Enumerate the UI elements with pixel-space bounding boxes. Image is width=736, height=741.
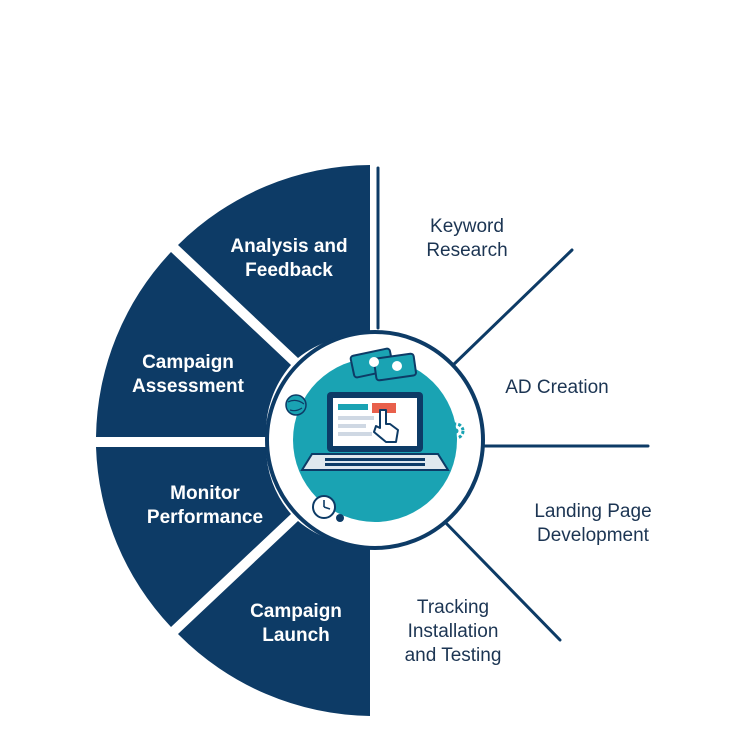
step-label-tracking-installation-testing-line-2: Installation: [408, 621, 499, 642]
money-icon: [349, 347, 417, 382]
step-label-tracking-installation-testing-line-1: Tracking: [417, 597, 489, 618]
step-label-ad-creation: AD Creation: [505, 377, 609, 398]
divider-lower-diagonal: [441, 518, 562, 642]
segment-label-campaign-assessment-line-2: Assessment: [132, 376, 245, 397]
segment-label-monitor-performance-line-1: Monitor: [170, 483, 240, 504]
segment-label-campaign-launch-line-1: Campaign: [250, 601, 342, 622]
laptop-icon: [300, 392, 450, 471]
gear-icon: [447, 422, 465, 440]
step-label-landing-page-development-line-1: Landing Page: [534, 501, 651, 522]
segment-label-monitor-performance-line-2: Performance: [147, 507, 263, 528]
step-label-tracking-installation-testing-line-3: and Testing: [405, 645, 502, 666]
center-hub: [265, 330, 485, 550]
left-semicircle: [96, 165, 370, 716]
segment-label-campaign-assessment-line-1: Campaign: [142, 352, 234, 373]
step-label-keyword-research-line-1: Keyword: [430, 216, 504, 237]
step-label-keyword-research-line-2: Research: [426, 240, 507, 261]
divider-upper-diagonal: [448, 248, 574, 370]
globe-icon: [285, 394, 307, 416]
segment-campaign-launch: [178, 521, 370, 716]
segment-analysis-feedback: [178, 165, 370, 358]
segment-label-analysis-feedback-line-2: Feedback: [245, 260, 333, 281]
segment-label-analysis-feedback-line-1: Analysis and: [230, 236, 347, 257]
step-label-ad-creation-line-1: AD Creation: [505, 377, 609, 398]
step-label-landing-page-development-line-2: Development: [537, 525, 650, 546]
clock-icon: [312, 495, 344, 522]
segment-monitor-performance: [96, 447, 291, 627]
cursor-hand-icon: [373, 409, 399, 443]
right-dividers: [376, 166, 650, 642]
segment-campaign-assessment: [96, 252, 291, 437]
segment-label-campaign-launch-line-2: Launch: [262, 625, 330, 646]
